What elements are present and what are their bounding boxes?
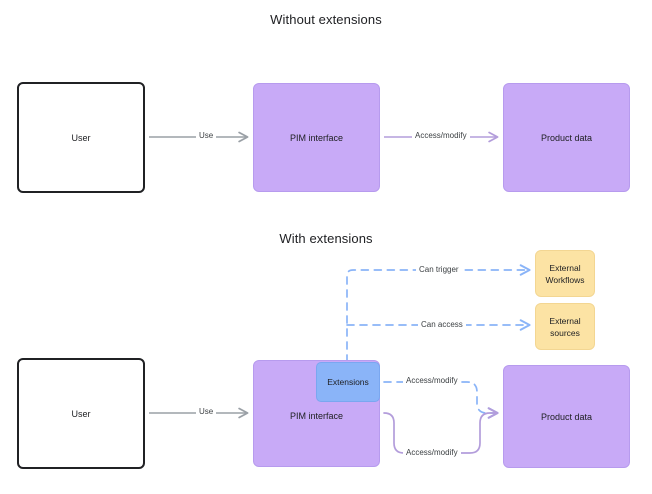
edge-access-modify-extensions	[383, 381, 499, 419]
section-title-without-extensions: Without extensions	[270, 12, 382, 27]
node-external-sources: External sources	[535, 303, 595, 350]
edge-label-use-top: Use	[196, 130, 217, 141]
edge-can-trigger	[346, 264, 531, 363]
node-pim-interface-label: PIM interface	[289, 411, 344, 421]
node-external-workflows: External Workflows	[535, 250, 595, 297]
edge-label-access-modify-pim: Access/modify	[403, 447, 461, 458]
node-pim-interface-without-extensions: PIM interface	[253, 83, 380, 192]
edge-label-access-modify-top: Access/modify	[412, 130, 470, 141]
node-product-data-without-extensions: Product data	[503, 83, 630, 192]
node-product-data-with-extensions: Product data	[503, 365, 630, 468]
section-title-with-extensions: With extensions	[279, 231, 373, 246]
edge-label-access-modify-extensions: Access/modify	[403, 375, 461, 386]
node-user-without-extensions: User	[17, 82, 145, 193]
node-user-with-extensions: User	[17, 358, 145, 469]
edge-label-can-access: Can access	[418, 319, 466, 330]
edge-label-can-trigger: Can trigger	[416, 264, 462, 275]
node-extensions: Extensions	[316, 362, 380, 402]
edge-label-use-bottom: Use	[196, 406, 217, 417]
